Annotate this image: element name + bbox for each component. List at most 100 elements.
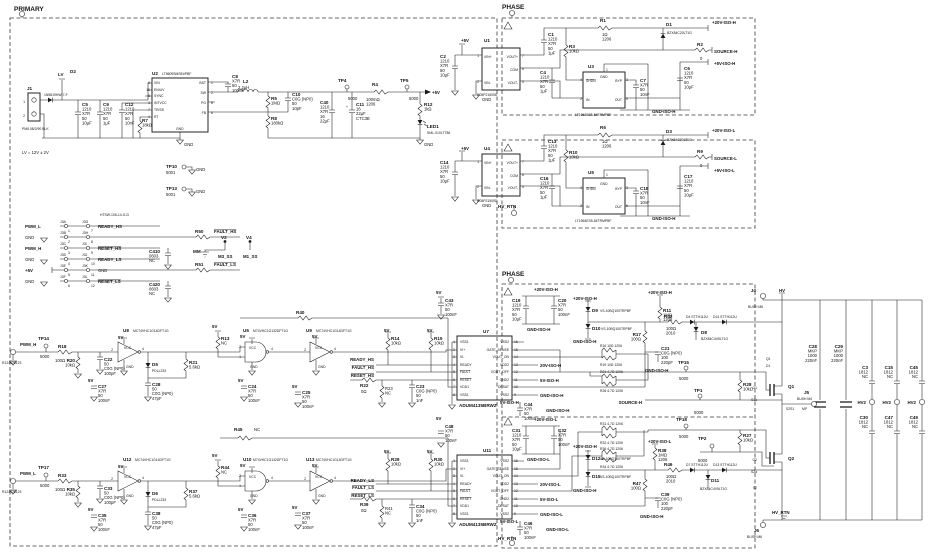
gnd: GND (184, 142, 193, 147)
s1a: S1a (751, 398, 757, 402)
u10: U10 (243, 457, 252, 462)
5: 5 (148, 94, 150, 98)
fault: FAULT (460, 489, 470, 493)
13: 13 (514, 363, 518, 367)
5v: 5V (212, 324, 217, 329)
reset_hs: RESET_HS (351, 373, 374, 378)
g1: G1 (752, 386, 757, 390)
vin: VIN- (484, 81, 491, 85)
5v: 5V (238, 378, 243, 383)
r51: R51 (195, 262, 204, 267)
vdd2: VDD2 (500, 363, 509, 367)
2: 2 (580, 97, 582, 101)
7: 7 (522, 54, 524, 58)
gnd: GND (25, 235, 34, 240)
lv-12v-2v: LV = 12V ± 2V (22, 150, 49, 155)
m74vhc1g132dft1g: M74VHC1G132DFT1G (253, 329, 288, 333)
5v: 5V (118, 464, 123, 469)
vs-10bq100trpbf: VS-10BQ100TRPBF (600, 309, 631, 313)
r36-4.7-1206: R36 4.7Ω 1206 (600, 447, 623, 451)
reset_ls: RESET_LS (351, 493, 374, 498)
5000: 5000 (679, 434, 689, 439)
pwm_h: PWM_H (25, 246, 41, 251)
lt1964es5-5-trmpbf: LT1964ES5-5#TRMPBF (575, 219, 612, 223)
d1: D1 (766, 364, 770, 368)
tp14: TP14 (38, 336, 49, 341)
q1: Q1 (788, 384, 795, 389)
2: 2 (111, 477, 113, 481)
vout_off: VOUT_OFF (491, 370, 509, 374)
u11: U11 (483, 448, 492, 453)
pwm_l: PWM_L (20, 471, 36, 476)
v2: V2 (221, 235, 227, 240)
primary-boundary-box (9, 17, 498, 547)
r33: R33 (58, 473, 67, 478)
2: 2 (453, 467, 455, 471)
pwm_l: PWM_L (25, 224, 41, 229)
2: 2 (453, 348, 455, 352)
10: 10 (514, 504, 518, 508)
r9: R9 (697, 149, 703, 154)
+20v-iso-h: +20V-ISO-H (573, 296, 597, 301)
15: 15 (514, 467, 518, 471)
vss1: VSS1 (460, 340, 469, 344)
d7-stth112u: D7 STTH112U (686, 463, 709, 467)
wires-power-stage (762, 292, 923, 523)
adum4135brwz: ADUM4135BRWZ (459, 522, 497, 527)
r1: R1 (600, 18, 606, 23)
5v: 5V (88, 507, 93, 512)
5v: 5V (212, 453, 217, 458)
d9: D9 (592, 308, 598, 313)
7: 7 (148, 108, 150, 112)
vcc: VCC (315, 346, 323, 350)
vout_off: VOUT_OFF (491, 489, 509, 493)
5v: 5V (427, 449, 432, 454)
intvcc: INTVCC (154, 101, 167, 105)
wires-driver-high (12, 294, 811, 416)
j3f: J3F (60, 275, 66, 279)
12: 12 (514, 370, 518, 374)
s2s1: S2S1 (786, 407, 794, 411)
vin+: VIN+ (484, 161, 492, 165)
adum4135brwz: ADUM4135BRWZ (459, 403, 497, 408)
8: 8 (211, 101, 213, 105)
5: 5 (68, 273, 70, 277)
r46: R46 (664, 462, 673, 467)
+5v: +5V (432, 90, 440, 95)
j3h: J3H (82, 231, 89, 235)
j3k: J3K (82, 264, 89, 268)
9: 9 (514, 393, 516, 397)
r24-4.7-1206: R24 4.7Ω 1206 (600, 370, 623, 374)
7: 7 (453, 385, 455, 389)
com: COM (510, 68, 518, 72)
v4: V4 (246, 235, 252, 240)
out: OUT (615, 98, 622, 102)
j3l: J3L (82, 275, 88, 279)
q2: Q2 (788, 456, 795, 461)
vs-10bq100trpbf: VS-10BQ100TRPBF (600, 475, 631, 479)
vi: VI- (460, 474, 464, 478)
10: 10 (514, 385, 518, 389)
wires-phase-low (454, 132, 713, 217)
gnd-iso-h: GND-ISO-H (652, 109, 675, 114)
gnd-iso-h: GND-ISO-H (546, 408, 569, 413)
tp15: TP15 (678, 360, 689, 365)
fault_hs: FAULT_HS (352, 365, 374, 370)
phase-bottom-section-title: PHASE (502, 271, 525, 278)
1: 1 (23, 100, 25, 104)
5: 5 (522, 80, 524, 84)
